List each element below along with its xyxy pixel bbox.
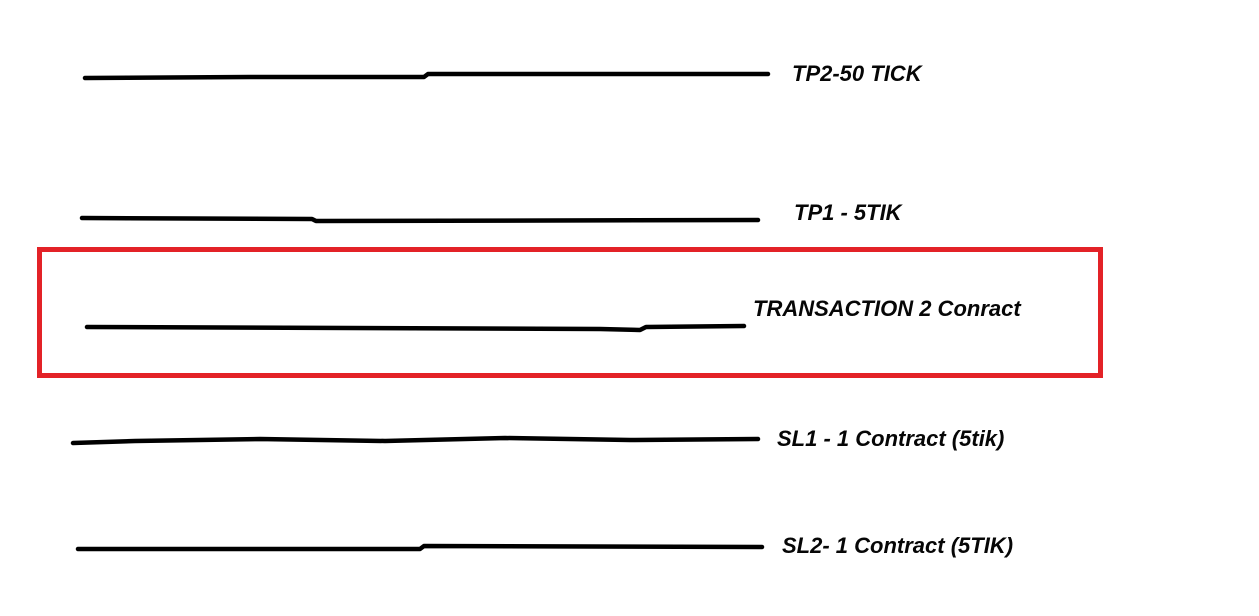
price-level-line-transaction xyxy=(84,323,747,333)
highlight-box xyxy=(37,247,1103,378)
price-level-label-tp1: TP1 - 5TIK xyxy=(794,200,902,225)
price-level-line-sl2 xyxy=(75,543,765,552)
price-level-line-tp2 xyxy=(82,71,771,81)
price-level-label-sl2: SL2- 1 Contract (5TIK) xyxy=(782,533,1014,558)
price-level-line-sl1 xyxy=(70,435,761,446)
price-level-label-tp2: TP2-50 TICK xyxy=(792,61,922,86)
price-level-line-tp1 xyxy=(79,215,761,224)
price-level-label-sl1: SL1 - 1 Contract (5tik) xyxy=(777,426,1005,451)
price-level-label-transaction: TRANSACTION 2 Conract xyxy=(753,296,1021,321)
